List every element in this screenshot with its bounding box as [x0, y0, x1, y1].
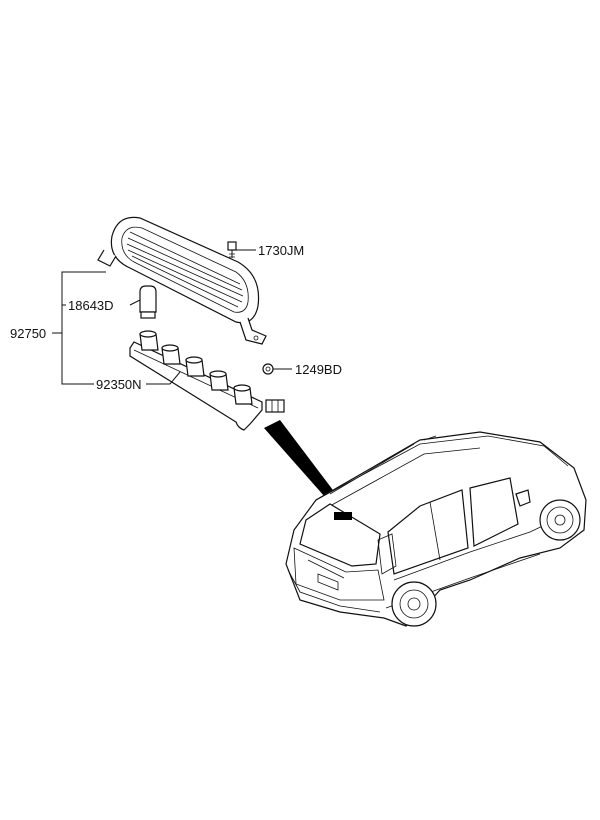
stop-lamp-housing — [97, 216, 267, 345]
vehicle-outline — [285, 431, 587, 627]
lens-ribs — [126, 231, 244, 308]
label-nut: 1249BD — [295, 362, 342, 377]
rear-wheel — [391, 581, 437, 627]
bulb — [139, 285, 157, 319]
label-bracket-screw: 1730JM — [258, 243, 304, 258]
front-wheel — [539, 499, 581, 541]
label-bulb: 18643D — [68, 298, 114, 313]
bracket-screw — [227, 241, 237, 258]
connector — [265, 399, 285, 413]
label-socket-harness: 92350N — [96, 377, 142, 392]
bulb-sockets — [139, 330, 253, 405]
label-assembly: 92750 — [10, 326, 46, 341]
socket-harness — [129, 330, 285, 431]
callout-lines — [52, 249, 292, 385]
nut — [262, 363, 274, 375]
location-pointer — [264, 420, 348, 514]
